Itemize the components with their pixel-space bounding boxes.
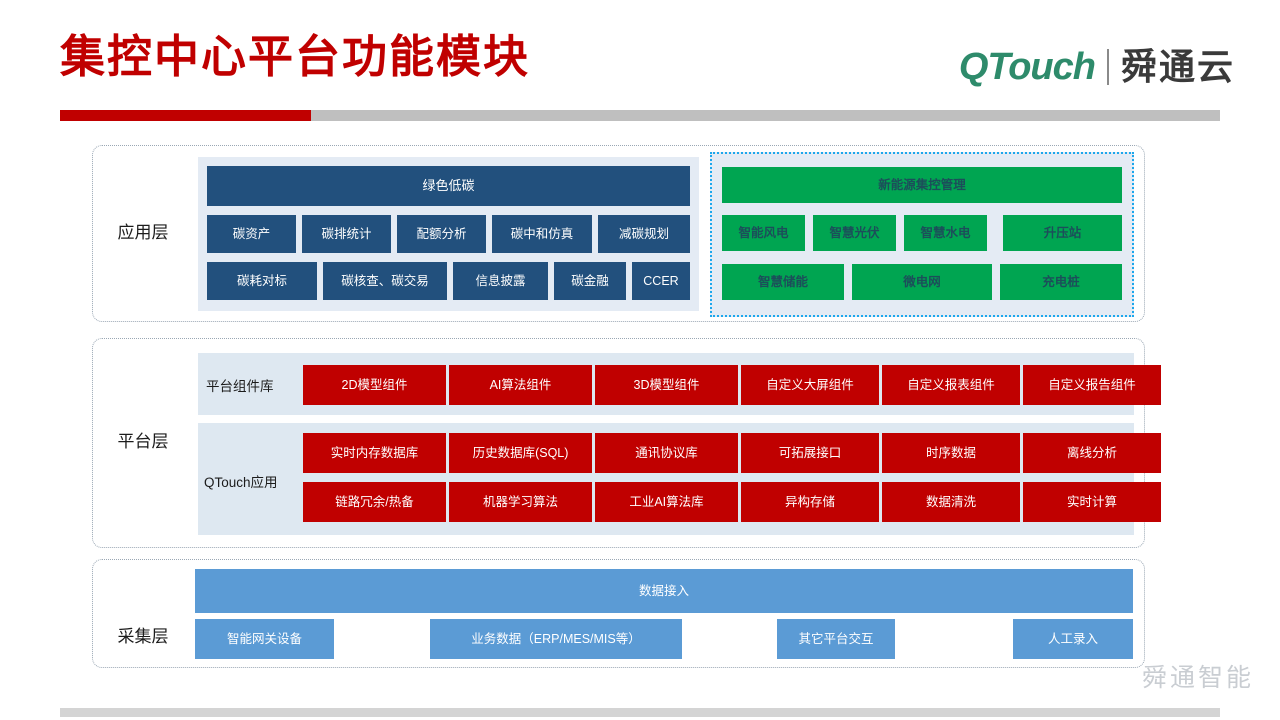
logo-chinese-name: 舜通云 xyxy=(1120,46,1235,87)
collection-layer: 采集层 数据接入 智能网关设备 业务数据（ERP/MES/MIS等） 其它平台交… xyxy=(92,559,1145,668)
platform-tile[interactable]: 自定义报表组件 xyxy=(882,365,1020,405)
application-layer: 应用层 绿色低碳 碳资产 碳排统计 配额分析 碳中和仿真 减碳规划 碳耗对标 碳… xyxy=(92,145,1145,322)
page-header: 集控中心平台功能模块 QTouch 舜通云 xyxy=(0,0,1280,130)
app-tile[interactable]: 碳资产 xyxy=(207,215,296,253)
new-energy-control-group: 新能源集控管理 智能风电 智慧光伏 智慧水电 升压站 智慧储能 微电网 充电桩 xyxy=(710,152,1134,317)
app-tile[interactable]: CCER xyxy=(632,262,690,300)
brand-logo: QTouch 舜通云 xyxy=(959,44,1235,90)
watermark: 舜通智能 xyxy=(1141,664,1254,692)
app-tile[interactable]: 碳核查、碳交易 xyxy=(323,262,447,300)
app-tile[interactable]: 碳金融 xyxy=(554,262,626,300)
page-title: 集控中心平台功能模块 xyxy=(60,31,531,82)
title-rule-accent xyxy=(60,110,311,121)
platform-tile[interactable]: 链路冗余/热备 xyxy=(303,482,446,522)
qtouch-application-section: QTouch应用 实时内存数据库 历史数据库(SQL) 通讯协议库 可拓展接口 … xyxy=(198,423,1161,535)
logo-wordmark: QTouch xyxy=(958,46,1096,88)
green-low-carbon-group: 绿色低碳 碳资产 碳排统计 配额分析 碳中和仿真 减碳规划 碳耗对标 碳核查、碳… xyxy=(198,157,699,311)
platform-tile[interactable]: 自定义报告组件 xyxy=(1023,365,1161,405)
component-library-sublabel: 平台组件库 xyxy=(206,379,274,394)
platform-tile[interactable]: 3D模型组件 xyxy=(595,365,738,405)
app-tile[interactable]: 碳耗对标 xyxy=(207,262,317,300)
collection-layer-label: 采集层 xyxy=(117,627,169,646)
collection-tile[interactable]: 人工录入 xyxy=(1013,619,1133,659)
app-tile[interactable]: 智慧光伏 xyxy=(813,215,896,251)
app-tile[interactable]: 配额分析 xyxy=(397,215,486,253)
app-tile[interactable]: 减碳规划 xyxy=(598,215,690,253)
collection-tile[interactable]: 智能网关设备 xyxy=(195,619,334,659)
platform-tile[interactable]: 离线分析 xyxy=(1023,433,1161,473)
platform-tile[interactable]: 机器学习算法 xyxy=(449,482,592,522)
platform-tile[interactable]: 数据清洗 xyxy=(882,482,1020,522)
platform-tile[interactable]: AI算法组件 xyxy=(449,365,592,405)
logo-divider xyxy=(1106,49,1109,85)
title-rule xyxy=(60,110,1220,121)
platform-tile[interactable]: 通讯协议库 xyxy=(595,433,738,473)
platform-layer-label: 平台层 xyxy=(117,432,169,451)
qtouch-application-sublabel: QTouch应用 xyxy=(204,475,278,490)
app-tile[interactable]: 智能风电 xyxy=(722,215,805,251)
app-tile[interactable]: 碳排统计 xyxy=(302,215,391,253)
platform-tile[interactable]: 历史数据库(SQL) xyxy=(449,433,592,473)
app-tile[interactable]: 微电网 xyxy=(852,264,992,300)
platform-tile[interactable]: 可拓展接口 xyxy=(741,433,879,473)
platform-tile[interactable]: 实时计算 xyxy=(1023,482,1161,522)
footer-bar xyxy=(60,708,1220,717)
app-tile[interactable]: 智慧水电 xyxy=(904,215,987,251)
app-tile[interactable]: 智慧储能 xyxy=(722,264,844,300)
platform-tile[interactable]: 实时内存数据库 xyxy=(303,433,446,473)
platform-tile[interactable]: 2D模型组件 xyxy=(303,365,446,405)
platform-tile[interactable]: 时序数据 xyxy=(882,433,1020,473)
app-tile[interactable]: 充电桩 xyxy=(1000,264,1122,300)
application-layer-label: 应用层 xyxy=(117,223,169,242)
group-header-green-low-carbon[interactable]: 绿色低碳 xyxy=(207,166,690,206)
platform-layer: 平台层 平台组件库 2D模型组件 AI算法组件 3D模型组件 自定义大屏组件 自… xyxy=(92,338,1161,548)
app-tile[interactable]: 升压站 xyxy=(1003,215,1122,251)
component-library-section: 平台组件库 2D模型组件 AI算法组件 3D模型组件 自定义大屏组件 自定义报表… xyxy=(198,353,1161,415)
platform-tile[interactable]: 工业AI算法库 xyxy=(595,482,738,522)
collection-tile[interactable]: 其它平台交互 xyxy=(777,619,895,659)
app-tile[interactable]: 信息披露 xyxy=(453,262,548,300)
platform-tile[interactable]: 异构存储 xyxy=(741,482,879,522)
group-header-new-energy-control[interactable]: 新能源集控管理 xyxy=(722,167,1122,203)
app-tile[interactable]: 碳中和仿真 xyxy=(492,215,592,253)
data-access-header[interactable]: 数据接入 xyxy=(195,569,1133,613)
collection-tile[interactable]: 业务数据（ERP/MES/MIS等） xyxy=(430,619,682,659)
platform-tile[interactable]: 自定义大屏组件 xyxy=(741,365,879,405)
